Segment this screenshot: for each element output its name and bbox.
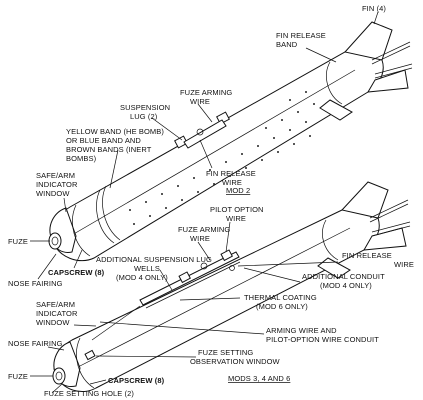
label-bottom-capscrew: CAPSCREW (8) xyxy=(108,376,165,385)
bottom-bomb-midline xyxy=(75,227,351,369)
bottom-capscrew-ring xyxy=(76,337,95,389)
label-yellow-band-3: BROWN BANDS (INERT xyxy=(66,145,152,154)
label-yellow-band-4: BOMBS) xyxy=(66,154,97,163)
label-additional-conduit-2: (MOD 4 ONLY) xyxy=(320,281,372,290)
label-yellow-band-2: OR BLUE BAND AND xyxy=(66,136,141,145)
label-top-capscrew: CAPSCREW (8) xyxy=(48,268,105,277)
label-fin: FIN (4) xyxy=(362,4,386,13)
label-top-fin-release-wire: FIN RELEASE xyxy=(206,169,256,178)
label-arming-wire-conduit-2: PILOT-OPTION WIRE CONDUIT xyxy=(266,335,379,344)
label-bottom-nose-fairing: NOSE FAIRING xyxy=(8,339,63,348)
label-mods-3-4-6: MODS 3, 4 AND 6 xyxy=(228,374,290,383)
label-suspension-lug-2: LUG (2) xyxy=(130,112,158,121)
bottom-bomb: PILOT OPTION WIRE FUZE ARMING WIRE ADDIT… xyxy=(8,181,414,398)
top-bomb: FIN (4) FIN RELEASE BAND FUZE ARMING WIR… xyxy=(8,4,413,288)
bottom-fin-lower xyxy=(317,257,351,279)
top-fin-lower xyxy=(319,99,353,121)
top-arming-conduit xyxy=(183,119,227,149)
label-bottom-fin-release-wire-2: WIRE xyxy=(394,260,414,269)
label-fin-release-band-2: BAND xyxy=(276,40,298,49)
fuze-setting-window xyxy=(84,349,96,361)
label-top-fin-release-wire-2: WIRE xyxy=(222,178,242,187)
label-mod-2: MOD 2 xyxy=(226,186,250,195)
label-fuze-setting-obs-2: OBSERVATION WINDOW xyxy=(190,357,281,366)
label-fuze-setting-hole: FUZE SETTING HOLE (2) xyxy=(44,389,134,398)
bottom-suspension-lug-1 xyxy=(178,271,191,284)
bottom-fuze xyxy=(52,367,66,385)
top-fin-release-band xyxy=(326,61,343,105)
top-suspension-lug-1 xyxy=(174,135,188,149)
label-top-nose-fairing: NOSE FAIRING xyxy=(8,279,63,288)
label-arming-wire-conduit: ARMING WIRE AND xyxy=(266,326,337,335)
bottom-suspension-lug-2 xyxy=(220,249,233,262)
top-capscrew-ring xyxy=(72,204,91,257)
label-additional-suspension-2: WELLS xyxy=(134,264,160,273)
top-band xyxy=(96,189,115,244)
label-bottom-safe-arm-3: WINDOW xyxy=(36,318,70,327)
label-bottom-safe-arm-2: INDICATOR xyxy=(36,309,78,318)
label-fuze-arming-wire: FUZE ARMING xyxy=(180,88,232,97)
top-body-dots xyxy=(129,91,315,225)
label-fin-release-band: FIN RELEASE xyxy=(276,31,326,40)
label-bottom-fuze: FUZE xyxy=(8,372,28,381)
label-additional-suspension-3: (MOD 4 ONLY) xyxy=(116,273,168,282)
label-fuze-arming-wire-2: WIRE xyxy=(190,97,210,106)
top-fin-upper xyxy=(344,21,393,61)
label-suspension-lug: SUSPENSION xyxy=(120,103,170,112)
top-fuze xyxy=(48,232,62,250)
label-top-safe-arm-2: INDICATOR xyxy=(36,180,78,189)
label-top-safe-arm-3: WINDOW xyxy=(36,189,70,198)
label-additional-conduit: ADDITIONAL CONDUIT xyxy=(302,272,385,281)
label-thermal-coating: THERMAL COATING xyxy=(244,293,317,302)
top-bomb-midline xyxy=(71,69,356,236)
label-pilot-option-wire: PILOT OPTION xyxy=(210,205,264,214)
label-bottom-fin-release-wire: FIN RELEASE xyxy=(342,251,392,260)
label-bottom-safe-arm: SAFE/ARM xyxy=(36,300,75,309)
label-top-safe-arm: SAFE/ARM xyxy=(36,171,75,180)
label-yellow-band: YELLOW BAND (HE BOMB) xyxy=(66,127,164,136)
label-bottom-fuze-arming: FUZE ARMING xyxy=(178,225,230,234)
label-top-fuze: FUZE xyxy=(8,237,28,246)
label-pilot-option-wire-2: WIRE xyxy=(226,214,246,223)
top-fin-right xyxy=(367,69,409,93)
bottom-fin-upper xyxy=(341,181,389,219)
label-additional-suspension: ADDITIONAL SUSPENSION LUG xyxy=(96,255,212,264)
bottom-additional-conduit xyxy=(145,261,241,309)
label-bottom-fuze-arming-2: WIRE xyxy=(190,234,210,243)
label-thermal-coating-2: (MOD 6 ONLY) xyxy=(256,302,308,311)
label-fuze-setting-obs: FUZE SETTING xyxy=(198,348,253,357)
